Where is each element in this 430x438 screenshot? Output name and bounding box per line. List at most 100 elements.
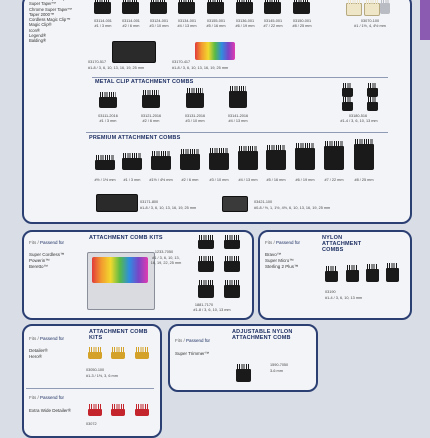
compatible-models-list: Super Cordless™ Powerin™ Beretto™	[29, 252, 65, 269]
fits-label: Fits / Passend für	[29, 336, 65, 341]
compatible-models-list: Cordless Super Taper™ Super Taper™ Chrom…	[29, 0, 74, 44]
comb-icon	[295, 143, 315, 170]
comb-icon	[198, 235, 214, 249]
product-size: #1-8 / 3, 6, 10, 13, 16, 19, 25 mm	[172, 66, 229, 70]
product-code: 1881-7170	[194, 303, 214, 307]
compatible-models-list: Detailer® Hero®	[29, 348, 48, 359]
product-size: #1-4 / 3, 6, 10, 13 mm	[340, 119, 378, 123]
comb-icon	[209, 148, 229, 170]
product-code: 03180-516	[348, 114, 368, 118]
product-size: #0-8 / ½, 1, 1½, 4½, 6, 10, 13, 16, 19, …	[254, 206, 331, 210]
comb-icon	[224, 256, 240, 272]
product-code: 1590-7050	[270, 363, 289, 367]
color-kit-combs	[92, 257, 148, 283]
comb-icon	[150, 0, 167, 14]
comb-icon	[88, 404, 102, 416]
fits-label: Fits / Passend für	[29, 240, 65, 245]
product-size: #1-4 / 3, 6, 10, 13 mm	[325, 296, 363, 300]
comb-icon	[264, 0, 281, 14]
comb-icon	[354, 139, 374, 170]
comb-icon	[324, 141, 344, 170]
detailer-comb-kits-panel	[22, 324, 162, 438]
section-divider	[92, 77, 388, 78]
product-size: #2 / 6 mm	[142, 119, 160, 123]
product-size: #1½ / 4½ mm	[149, 178, 173, 182]
comb-icon	[122, 0, 139, 14]
product-size: #8 / 25 mm	[354, 178, 374, 182]
comb-icon	[198, 280, 214, 298]
product-code: 03114-001	[122, 19, 140, 23]
product-size: #1 / 3, 6, 10, 13, 16, 19, 22, 25 mm	[150, 256, 182, 265]
color-comb-kit-image	[195, 42, 235, 60]
product-code: 03072	[86, 422, 97, 426]
comb-icon	[135, 404, 149, 416]
comb-icon	[266, 145, 286, 170]
comb-icon	[186, 88, 204, 108]
product-code: 03141-2016	[227, 114, 249, 118]
comb-icon	[207, 0, 224, 14]
comb-icon	[111, 347, 125, 359]
premium-kit2-image	[222, 196, 248, 212]
product-code: 03050-100	[86, 368, 105, 372]
kits-title: Attachment Comb Kits	[89, 235, 163, 241]
product-code: 03121-2016	[140, 114, 162, 118]
comb-icon	[380, 0, 390, 14]
product-size: #1 / 1½, 4, 4½ mm	[354, 24, 386, 28]
comb-icon	[367, 83, 378, 97]
product-code: 1233-7050	[154, 250, 174, 254]
comb-icon	[364, 0, 380, 16]
product-size: #7 / 22 mm	[263, 24, 283, 28]
compatible-models-list: Extra Wide Detailer®	[29, 408, 72, 413]
metal-clip-title: Metal Clip Attachment Combs	[95, 79, 194, 85]
product-size: #5 / 16 mm	[266, 178, 286, 182]
compatible-models-list: Bravo™ Super Micro™ Sterling 2 Plus™	[265, 252, 299, 269]
product-size: #7 / 22 mm	[324, 178, 344, 182]
comb-icon	[366, 264, 379, 282]
product-code: 03155-001	[206, 19, 226, 23]
product-code: 03134-001	[177, 19, 197, 23]
product-size: #5 / 16 mm	[206, 24, 226, 28]
comb-icon	[386, 263, 399, 282]
comb-icon	[180, 149, 200, 170]
product-code: 03170-517	[88, 60, 107, 64]
product-size: #1-3 / 1½, 3, 6 mm	[86, 374, 118, 378]
comb-icon	[325, 266, 338, 282]
detailer-kits-title: Attachment Comb Kits	[89, 329, 148, 341]
product-size: #1-8 / 3, 6, 10, 13, 16, 19, 25 mm	[140, 206, 197, 210]
product-code: 03170-417	[172, 60, 191, 64]
product-size: #4 / 13 mm	[228, 119, 248, 123]
clipper-combs-panel	[22, 0, 412, 224]
product-code: 03114-001	[94, 19, 112, 23]
comb-icon	[229, 86, 247, 108]
comb-icon	[346, 0, 362, 16]
comb-icon	[236, 0, 253, 14]
comb-icon	[99, 92, 117, 108]
product-size: #1 / 3 mm	[94, 24, 112, 28]
product-size: #3 / 10 mm	[149, 24, 169, 28]
black-comb-kit-image	[112, 41, 156, 63]
comb-icon	[95, 155, 115, 170]
premium-title: Premium Attachment Combs	[89, 135, 181, 141]
fits-label: Fits / Passend für	[175, 338, 211, 343]
comb-icon	[346, 265, 359, 282]
product-code: 03190	[325, 290, 336, 294]
section-divider	[26, 388, 154, 389]
product-code: 03421-100	[254, 200, 273, 204]
comb-icon	[342, 97, 353, 111]
product-size: #2 / 6 mm	[181, 178, 199, 182]
product-size: #3 / 10 mm	[185, 119, 205, 123]
product-code: 03145-001	[263, 19, 283, 23]
comb-icon	[293, 0, 310, 14]
product-code: 03131-2016	[184, 114, 206, 118]
adjustable-title: Adjustable Nylon Attachment Comb	[232, 329, 293, 341]
product-size: #3 / 10 mm	[209, 178, 229, 182]
product-size: #6 / 19 mm	[295, 178, 315, 182]
comb-icon	[151, 151, 171, 170]
section-divider	[86, 132, 388, 133]
comb-icon	[142, 90, 160, 108]
product-size: #1 / 3 mm	[99, 119, 117, 123]
comb-icon	[88, 347, 102, 359]
comb-icon	[198, 256, 214, 272]
product-size: #4 / 13 mm	[177, 24, 197, 28]
